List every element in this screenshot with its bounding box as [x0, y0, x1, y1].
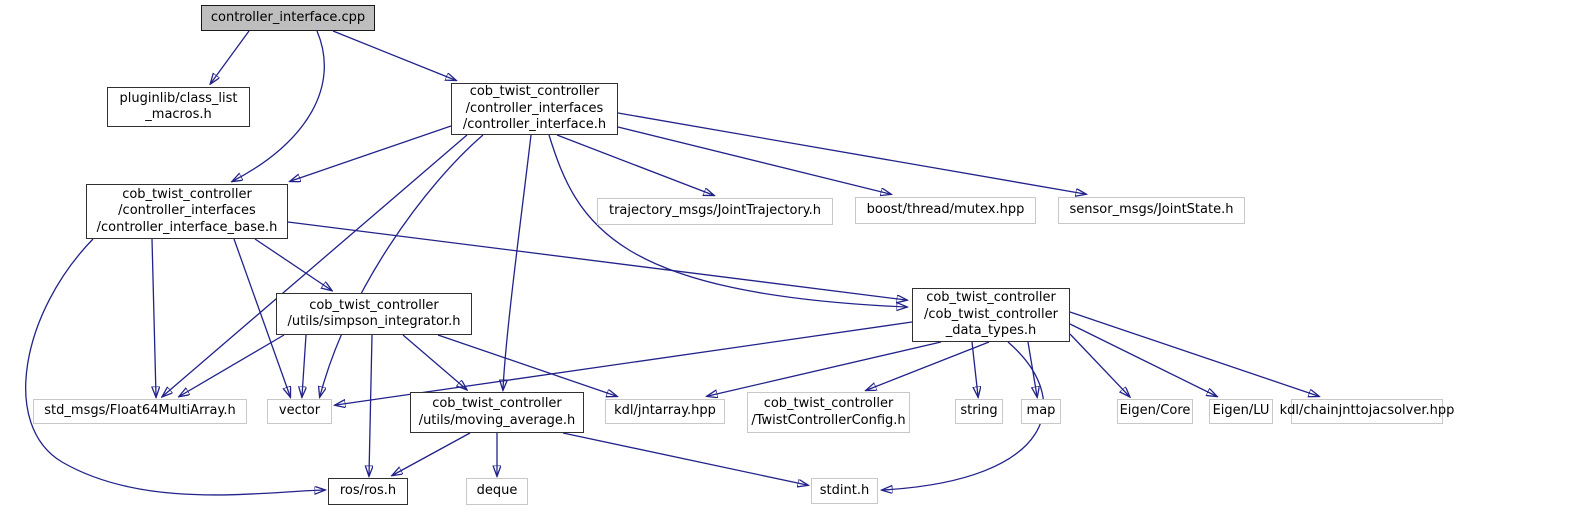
node-deque[interactable]: deque [466, 478, 528, 505]
edge-interface-float64 [163, 134, 468, 396]
edge-simpson-ros [369, 334, 372, 475]
edge-datatypes-eigencore [1069, 333, 1129, 396]
node-ros-ros-h[interactable]: ros/ros.h [328, 478, 408, 505]
edge-datatypes-chainjnt [1069, 311, 1318, 396]
edge-interface-movingavg [503, 134, 532, 389]
edge-simpson-jntarray [437, 334, 616, 396]
node-pluginlib-class-list-macros[interactable]: pluginlib/class_list _macros.h [107, 87, 250, 127]
edge-interface-vector [320, 134, 484, 396]
node-kdl-chainjnttojacsolver[interactable]: kdl/chainjnttojacsolver.hpp [1280, 399, 1454, 424]
edge-base-vector [233, 238, 290, 396]
edge-interface-trajectory [556, 134, 713, 195]
edge-base-simpson [254, 238, 331, 290]
node-controller-interface-h[interactable]: cob_twist_controller /controller_interfa… [451, 83, 618, 135]
edge-simpson-float64 [180, 334, 285, 396]
node-kdl-jntarray[interactable]: kdl/jntarray.hpp [605, 399, 725, 424]
edge-datatypes-jntarray [708, 341, 942, 396]
edge-interface-base [291, 125, 452, 181]
node-std-msgs-float64multiarray[interactable]: std_msgs/Float64MultiArray.h [33, 399, 247, 424]
edge-datatypes-twistcfg [867, 341, 990, 390]
node-eigen-lu[interactable]: Eigen/LU [1209, 399, 1273, 424]
edge-base-datatypes [287, 221, 906, 300]
edge-datatypes-vector [336, 321, 913, 405]
edge-base-ros [25, 238, 324, 496]
node-eigen-core[interactable]: Eigen/Core [1117, 399, 1193, 424]
edge-simpson-vector [302, 334, 307, 396]
node-cob-twist-controller-data-types-h[interactable]: cob_twist_controller /cob_twist_controll… [912, 288, 1070, 342]
edge-interface-datatypes [548, 134, 906, 307]
edge-base-float64 [152, 238, 156, 396]
node-sensor-msgs-jointstate[interactable]: sensor_msgs/JointState.h [1058, 197, 1245, 224]
edge-movingavg-stdint [562, 432, 807, 485]
node-stdint-h[interactable]: stdint.h [811, 478, 878, 504]
node-twistcontrollerconfig-h[interactable]: cob_twist_controller /TwistControllerCon… [747, 392, 910, 433]
node-string[interactable]: string [955, 399, 1003, 424]
edge-movingavg-ros [393, 432, 471, 475]
edge-interface-jointstate [617, 112, 1085, 194]
node-trajectory-msgs-jointtrajectory[interactable]: trajectory_msgs/JointTrajectory.h [597, 198, 833, 225]
node-boost-thread-mutex[interactable]: boost/thread/mutex.hpp [855, 197, 1036, 224]
node-simpson-integrator-h[interactable]: cob_twist_controller /utils/simpson_inte… [276, 293, 472, 335]
node-moving-average-h[interactable]: cob_twist_controller /utils/moving_avera… [410, 392, 584, 433]
edge-simpson-movingavg [402, 334, 466, 389]
node-vector[interactable]: vector [267, 399, 332, 424]
edge-cpp-base [233, 30, 325, 181]
node-map[interactable]: map [1021, 399, 1061, 424]
node-controller-interface-base-h[interactable]: cob_twist_controller /controller_interfa… [86, 184, 288, 239]
edge-datatypes-stdint [883, 341, 1045, 490]
edge-datatypes-eigenlu [1069, 323, 1216, 396]
node-controller-interface-cpp[interactable]: controller_interface.cpp [201, 5, 375, 31]
edge-datatypes-string [971, 341, 978, 396]
edge-cpp-pluginlib [211, 30, 250, 83]
edge-cpp-interface [332, 30, 455, 80]
edge-interface-mutex [617, 126, 890, 194]
